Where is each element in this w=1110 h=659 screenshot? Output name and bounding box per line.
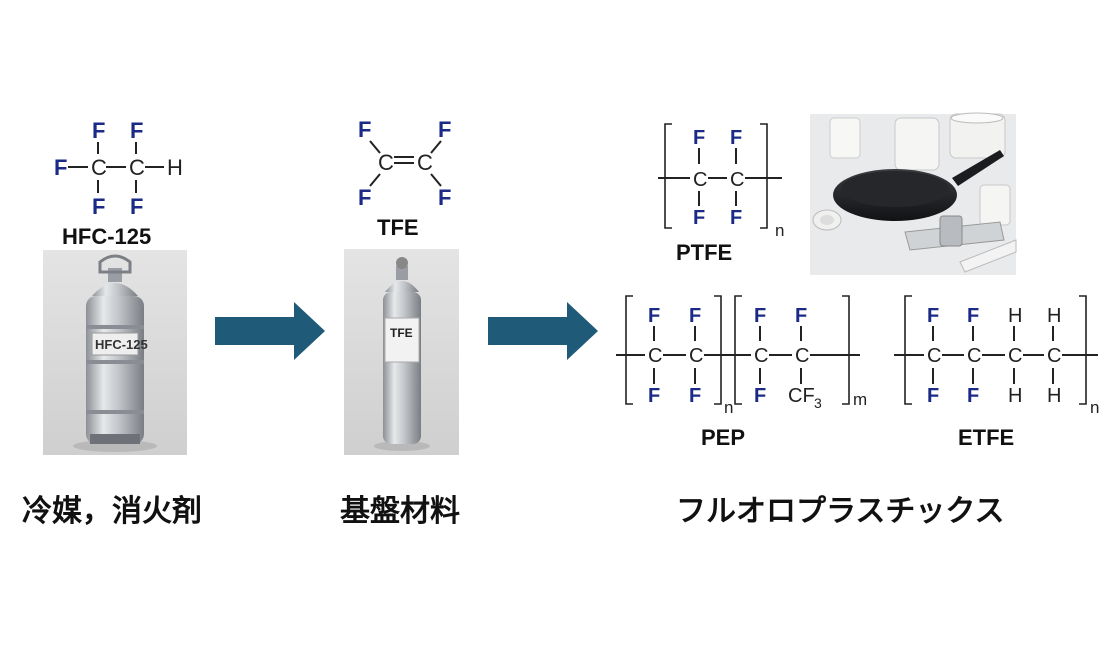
atom-h: H bbox=[1008, 305, 1022, 327]
arrow-2 bbox=[488, 302, 598, 360]
atom-f: F bbox=[130, 194, 143, 219]
atom-f: F bbox=[92, 118, 105, 143]
subscript-n: n bbox=[724, 398, 733, 417]
atom-h: H bbox=[1008, 385, 1022, 407]
atom-f: F bbox=[358, 117, 371, 142]
bonds bbox=[894, 326, 1098, 384]
pep-structure: F F C C F F F F C C F CF 3 n m PEP bbox=[616, 295, 867, 450]
atom-f: F bbox=[754, 385, 766, 407]
atom-f: F bbox=[795, 305, 807, 327]
atom-f: F bbox=[689, 385, 701, 407]
atom-f: F bbox=[927, 385, 939, 407]
caption-fluoroplastics: フルオロプラスチックス bbox=[676, 494, 1005, 529]
subscript-n: n bbox=[775, 221, 784, 240]
atom-c: C bbox=[754, 345, 768, 367]
etfe-structure: F F H H C C C C F F H H n ETFE bbox=[894, 295, 1099, 450]
atom-f: F bbox=[92, 194, 105, 219]
atom-c: C bbox=[648, 345, 662, 367]
atom-f: F bbox=[438, 117, 451, 142]
bonds bbox=[369, 140, 442, 187]
atom-c: C bbox=[1008, 345, 1022, 367]
arrow-1 bbox=[215, 302, 325, 360]
atom-c: C bbox=[795, 345, 809, 367]
atom-f: F bbox=[693, 127, 705, 149]
atom-f: F bbox=[730, 127, 742, 149]
atom-f: F bbox=[927, 305, 939, 327]
bonds bbox=[658, 148, 782, 206]
bonds bbox=[616, 326, 860, 384]
atom-f: F bbox=[648, 385, 660, 407]
atom-c: C bbox=[927, 345, 941, 367]
etfe-label: ETFE bbox=[958, 425, 1014, 450]
cylinder-label: HFC-125 bbox=[95, 337, 148, 352]
atom-c: C bbox=[689, 345, 703, 367]
atom-f: F bbox=[689, 305, 701, 327]
atom-h: H bbox=[1047, 385, 1061, 407]
ptfe-label: PTFE bbox=[676, 240, 732, 265]
tfe-structure: F F C C F F TFE bbox=[358, 117, 451, 240]
atom-c: C bbox=[967, 345, 981, 367]
ptfe-structure: F F C C F F n PTFE bbox=[658, 123, 784, 265]
atom-c: C bbox=[378, 150, 394, 175]
atom-c: C bbox=[1047, 345, 1061, 367]
tfe-cylinder-photo: TFE bbox=[344, 249, 459, 455]
pep-label: PEP bbox=[701, 425, 745, 450]
atom-f: F bbox=[693, 207, 705, 229]
atom-c: C bbox=[129, 155, 145, 180]
atom-c: C bbox=[730, 169, 744, 191]
caption-refrigerant: 冷媒，消火剤 bbox=[22, 494, 202, 529]
hfc125-structure: F F F C C H F F HFC-125 bbox=[54, 118, 183, 249]
atom-h: H bbox=[167, 155, 183, 180]
atom-f: F bbox=[648, 305, 660, 327]
atom-f: F bbox=[967, 305, 979, 327]
hfc125-cylinder-photo: HFC-125 bbox=[43, 250, 187, 455]
brackets bbox=[664, 123, 768, 229]
cylinder-label: TFE bbox=[390, 326, 413, 340]
atom-f: F bbox=[967, 385, 979, 407]
atom-h: H bbox=[1047, 305, 1061, 327]
atom-f: F bbox=[358, 185, 371, 210]
fluoroplastic-products-photo bbox=[810, 112, 1017, 275]
atom-f: F bbox=[754, 305, 766, 327]
atom-f: F bbox=[730, 207, 742, 229]
atom-f: F bbox=[54, 155, 67, 180]
bonds bbox=[68, 142, 164, 193]
tfe-label: TFE bbox=[377, 215, 419, 240]
atom-c: C bbox=[91, 155, 107, 180]
atom-c: C bbox=[693, 169, 707, 191]
subscript-m: m bbox=[853, 390, 867, 409]
brackets bbox=[904, 295, 1087, 405]
atom-f: F bbox=[438, 185, 451, 210]
atom-f: F bbox=[130, 118, 143, 143]
caption-base-material: 基盤材料 bbox=[340, 494, 460, 529]
cf3-group: CF bbox=[788, 385, 815, 407]
hfc125-label: HFC-125 bbox=[62, 224, 151, 249]
brackets bbox=[625, 295, 850, 405]
cf3-subscript: 3 bbox=[814, 395, 822, 411]
atom-c: C bbox=[417, 150, 433, 175]
subscript-n: n bbox=[1090, 398, 1099, 417]
